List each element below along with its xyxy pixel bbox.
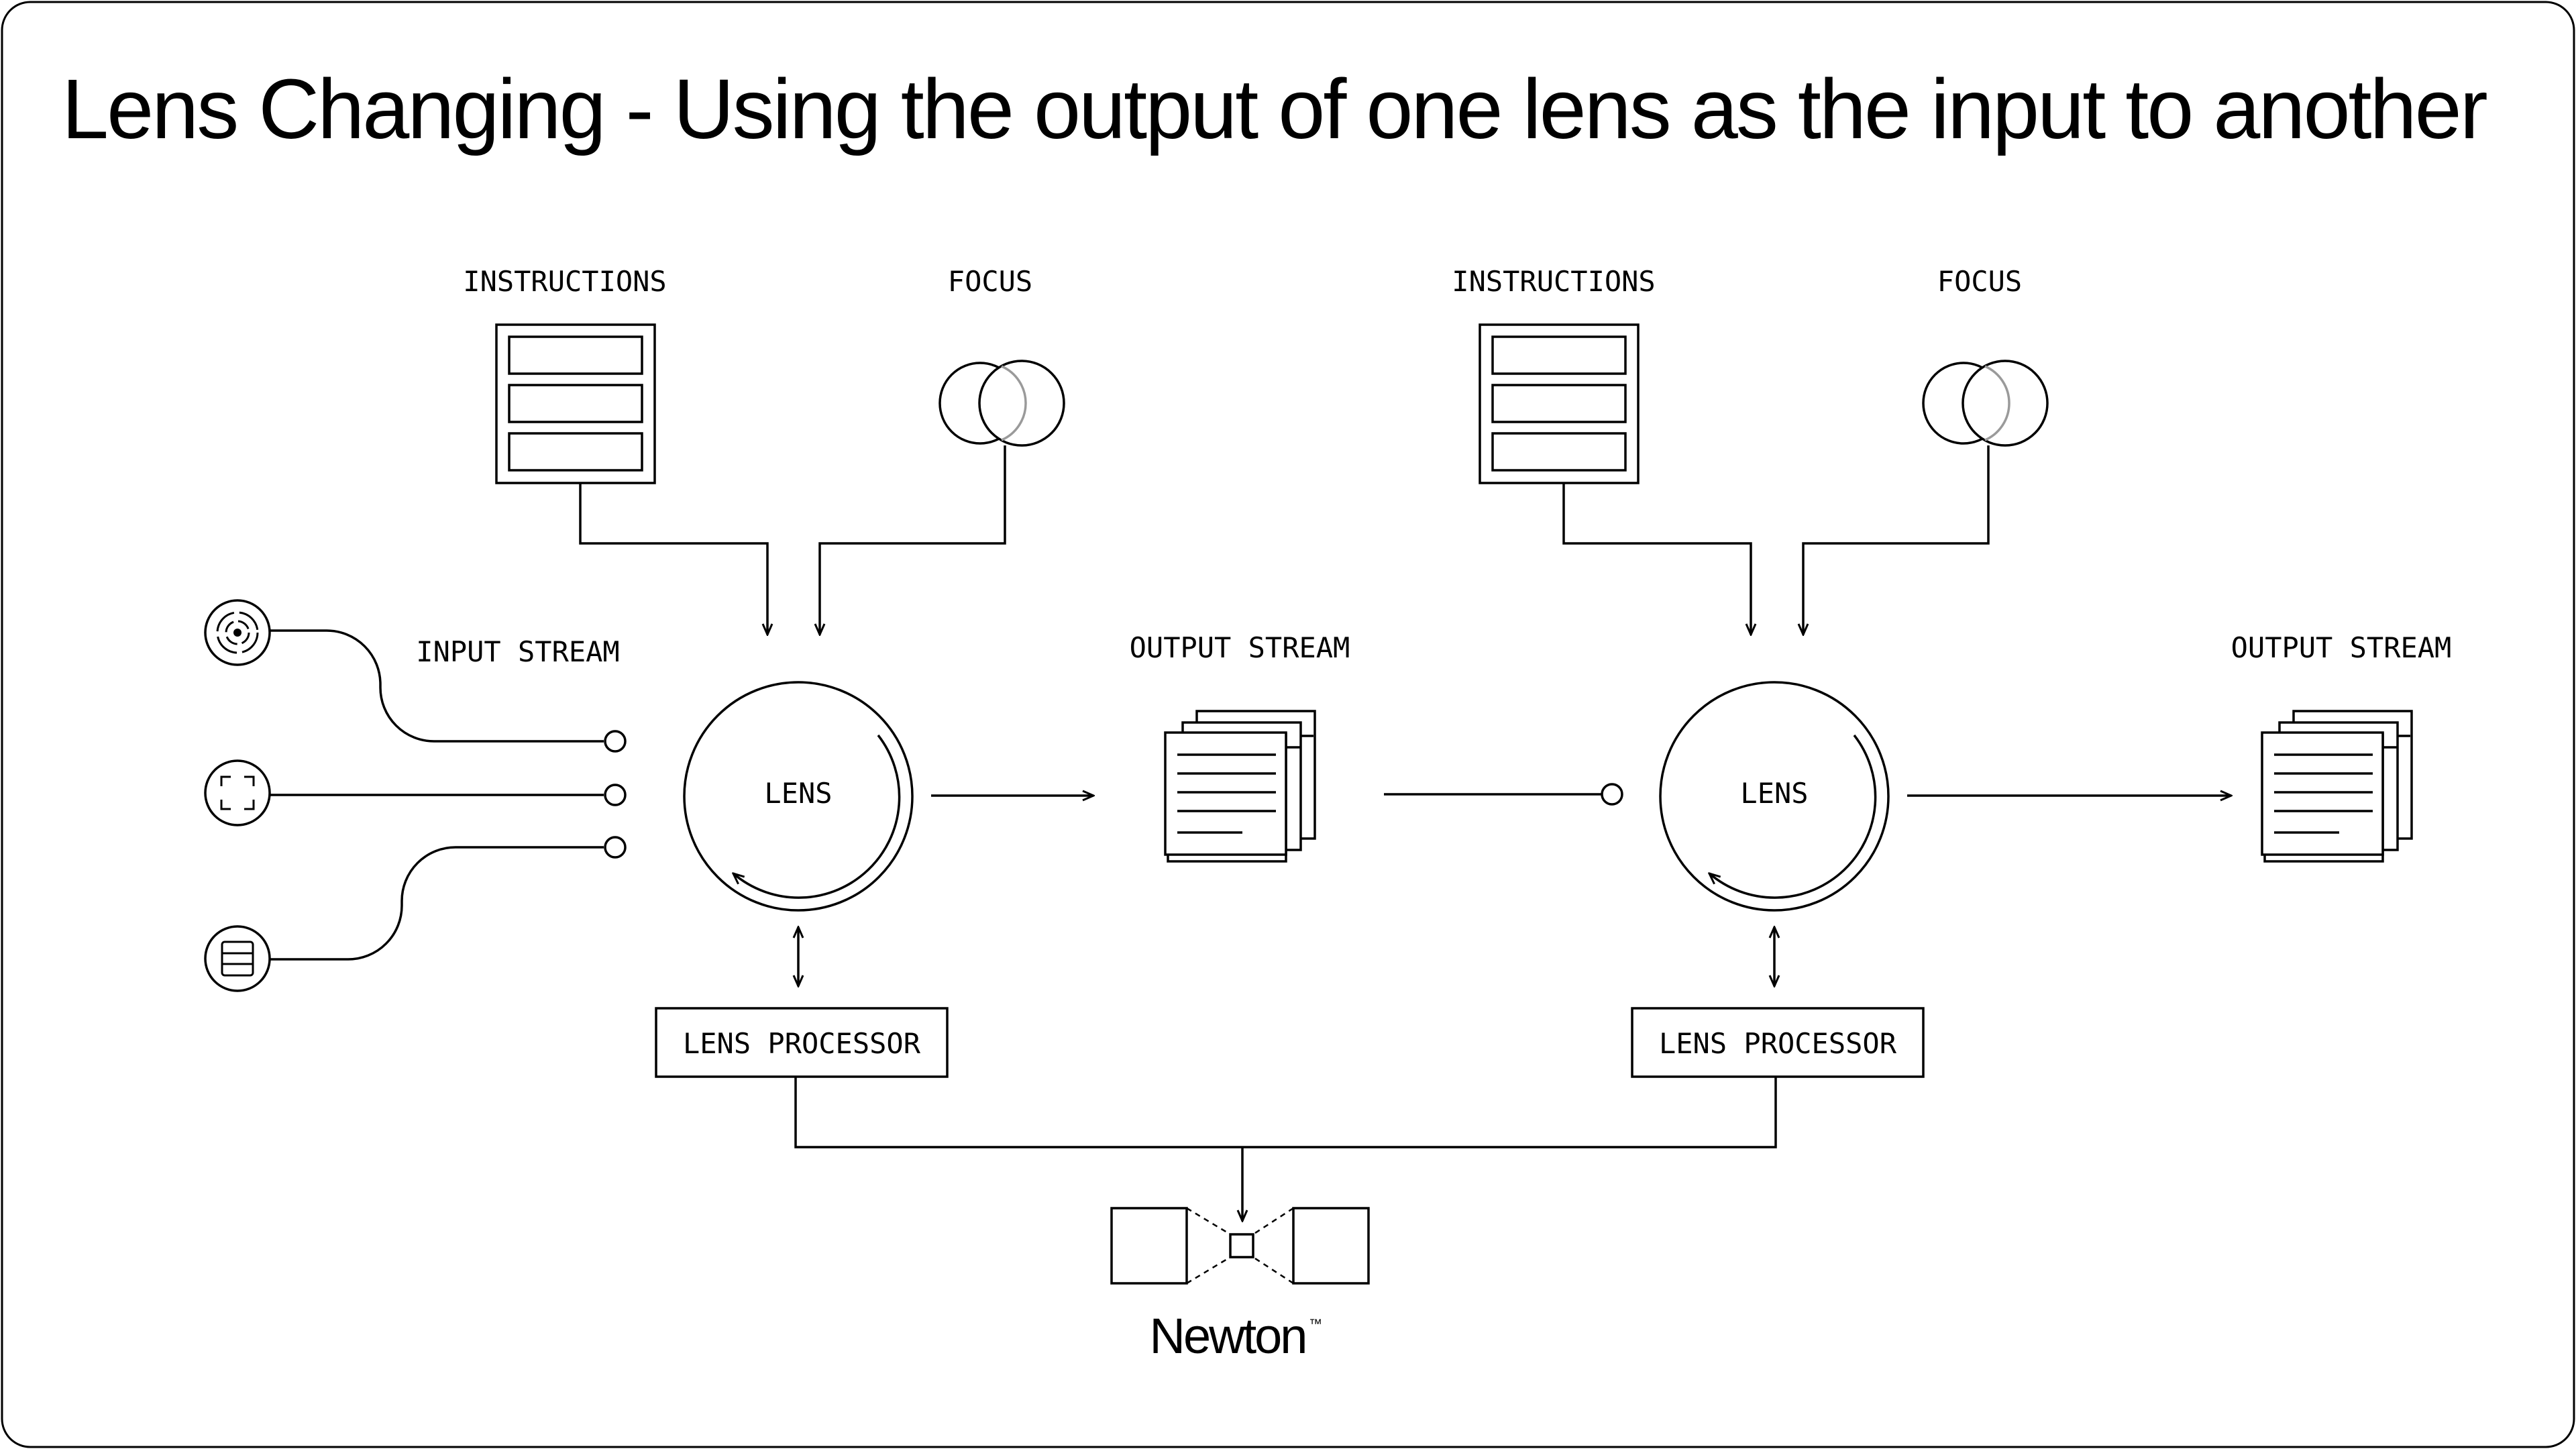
input-stream-line-1 — [270, 629, 604, 743]
lens-processor-box — [1631, 1007, 1925, 1078]
newton-hub: Newton ™ — [794, 1077, 1777, 1364]
input-stream-label: INPUT STREAM — [416, 635, 619, 668]
scan-frame-icon — [204, 759, 271, 826]
instructions-icon — [495, 323, 656, 484]
newton-brand-name: Newton — [1150, 1308, 1306, 1364]
processor-bus — [794, 1077, 1777, 1148]
lens-label: LENS — [764, 777, 832, 810]
lens-node: LENS — [1659, 681, 1890, 912]
focus-connector — [820, 445, 1006, 635]
lens-processor-label: LENS PROCESSOR — [683, 1027, 921, 1060]
newton-logo-icon — [1110, 1207, 1370, 1285]
stage-2: INSTRUCTIONS FOCUS OUTPUT STREAM LENS — [1384, 265, 2452, 1078]
output-stream-label: OUTPUT STREAM — [2231, 631, 2452, 664]
newton-trademark: ™ — [1309, 1317, 1322, 1332]
lens-processor-label: LENS PROCESSOR — [1659, 1027, 1897, 1060]
instructions-connector — [579, 483, 767, 635]
lens-node: LENS — [683, 681, 914, 912]
focus-icon — [938, 360, 1065, 447]
output-document-stack-icon — [1164, 710, 1316, 863]
instructions-label: INSTRUCTIONS — [463, 265, 666, 298]
focus-icon — [1922, 360, 2049, 447]
output-document-stack-icon — [2261, 710, 2413, 863]
output-stream-label: OUTPUT STREAM — [1130, 631, 1350, 664]
focus-connector — [1803, 445, 1990, 635]
instructions-icon — [1479, 323, 1640, 484]
stage-1: INSTRUCTIONS FOCUS INPUT STREAM OUTPUT S… — [204, 265, 1350, 1078]
focus-label: FOCUS — [1937, 265, 2022, 298]
page-title: Lens Changing - Using the output of one … — [62, 62, 2487, 156]
instructions-connector — [1562, 483, 1751, 635]
instructions-label: INSTRUCTIONS — [1452, 265, 1655, 298]
focus-label: FOCUS — [948, 265, 1032, 298]
chained-input-port — [1601, 783, 1623, 806]
lens-label: LENS — [1740, 777, 1808, 810]
input-stream-line-3 — [270, 846, 604, 961]
radar-target-icon — [204, 599, 271, 666]
lens-processor-box — [655, 1007, 949, 1078]
